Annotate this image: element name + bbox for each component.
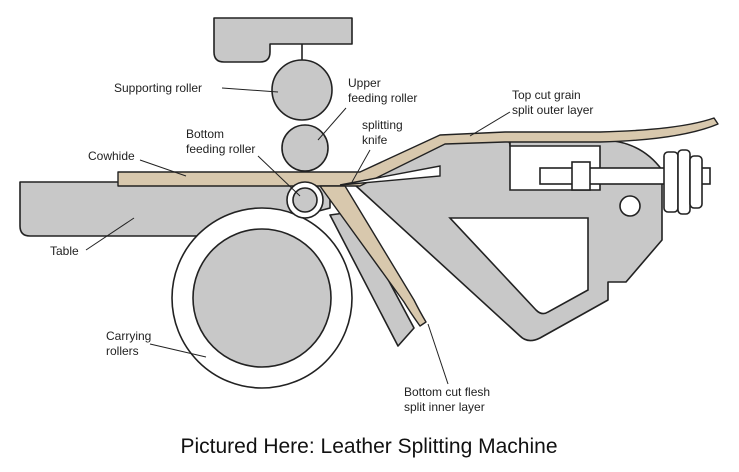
flesh-layer (319, 185, 427, 327)
label-bottom-feeding-2: feeding roller (186, 142, 255, 156)
label-carrying-1: Carrying (106, 329, 151, 343)
leader-knife (351, 149, 371, 183)
leader-bottom-cut (427, 323, 449, 385)
leader-supporting-roller (221, 87, 279, 93)
supporting-roller (271, 59, 333, 121)
label-knife-2: knife (362, 133, 388, 147)
carrying-roller-inner (192, 228, 332, 368)
label-upper-feeding-2: feeding roller (348, 91, 417, 105)
upper-feeding-roller (281, 124, 329, 172)
label-carrying-2: rollers (106, 344, 139, 358)
label-table: Table (50, 244, 79, 258)
adjust-knob-3 (689, 155, 703, 209)
leader-cowhide (139, 159, 187, 177)
label-bottom-cut-1: Bottom cut flesh (404, 385, 490, 399)
cowhide-layer (117, 117, 719, 187)
adjust-knob-2 (677, 149, 691, 215)
adjust-nut (571, 161, 591, 191)
leader-top-cut (469, 111, 511, 137)
leader-upper-feeding (317, 107, 347, 141)
splitting-knife (339, 165, 441, 186)
frame-pivot (619, 195, 641, 217)
label-top-cut-2: split outer layer (512, 103, 593, 117)
roller-bracket (213, 17, 353, 63)
leader-table (85, 217, 135, 251)
bottom-feeding-roller-inner (292, 187, 318, 213)
label-bottom-cut-2: split inner layer (404, 400, 485, 414)
caption: Pictured Here: Leather Splitting Machine (180, 435, 557, 458)
leader-bottom-feeding (257, 155, 301, 197)
frame-cutout (448, 217, 589, 315)
leader-carrying (149, 343, 207, 358)
label-supporting-roller: Supporting roller (114, 81, 202, 95)
adjust-knob-1 (663, 151, 679, 213)
label-upper-feeding-1: Upper (348, 76, 381, 90)
label-top-cut-1: Top cut grain (512, 88, 581, 102)
label-bottom-feeding-1: Bottom (186, 127, 224, 141)
label-knife-1: splitting (362, 118, 403, 132)
label-cowhide: Cowhide (88, 149, 135, 163)
